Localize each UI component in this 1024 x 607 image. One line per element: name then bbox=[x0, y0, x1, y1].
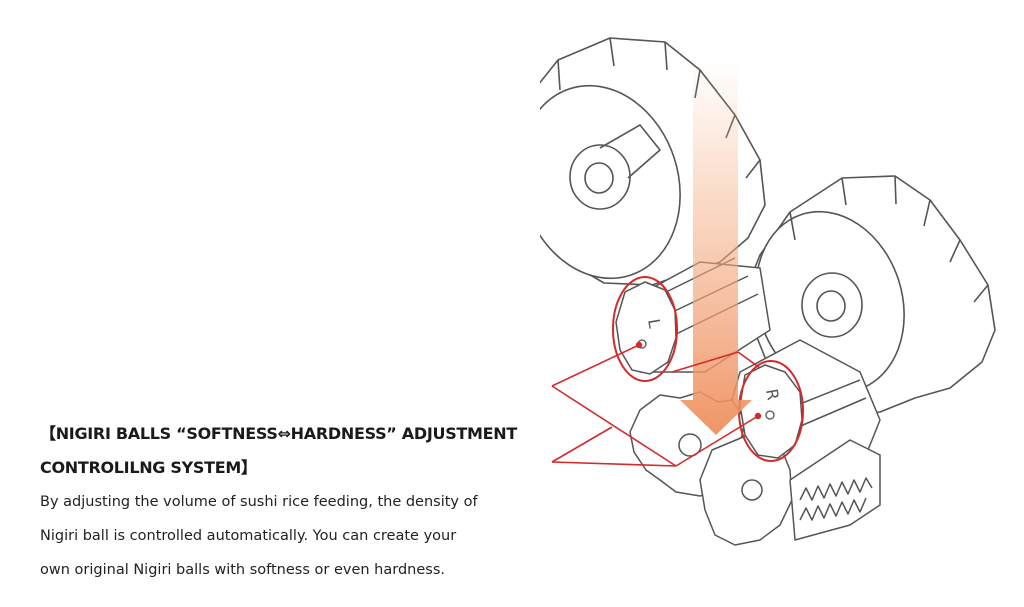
dial-left-label: L bbox=[644, 317, 664, 329]
feed-arrow-icon bbox=[680, 60, 752, 435]
section-heading: 【NIGIRI BALLS “SOFTNESS⇔HARDNESS” ADJUST… bbox=[40, 417, 545, 485]
body-line-3: own original Nigiri balls with softness … bbox=[40, 562, 445, 578]
heading-line-1: 【NIGIRI BALLS “SOFTNESS⇔HARDNESS” ADJUST… bbox=[40, 424, 517, 443]
dial-left-icon: L bbox=[612, 276, 678, 382]
section-body: By adjusting the volume of sushi rice fe… bbox=[40, 485, 545, 587]
description-block: 【NIGIRI BALLS “SOFTNESS⇔HARDNESS” ADJUST… bbox=[40, 417, 545, 587]
body-line-2: Nigiri ball is controlled automatically.… bbox=[40, 528, 457, 544]
dial-right-label: R bbox=[762, 387, 783, 401]
callout-lines bbox=[551, 344, 761, 467]
machine-illustration: L R bbox=[540, 15, 1010, 555]
heading-line-2: CONTROLILNG SYSTEM】 bbox=[40, 458, 257, 477]
dial-right-icon: R bbox=[738, 360, 804, 462]
machine-diagram: L R bbox=[540, 37, 996, 546]
body-line-1: By adjusting the volume of sushi rice fe… bbox=[40, 494, 478, 510]
